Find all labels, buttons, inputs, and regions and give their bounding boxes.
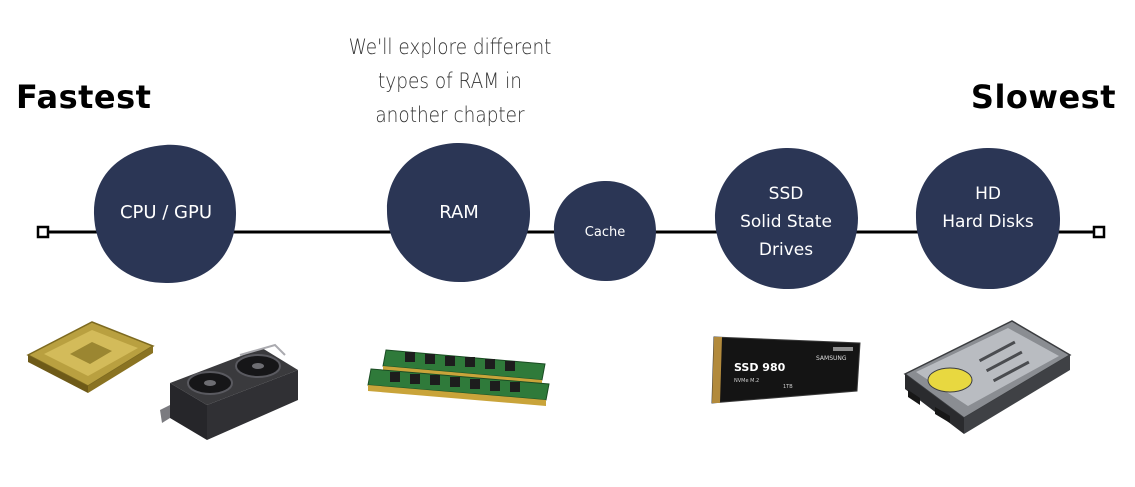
ssd-subtext: NVMe M.2 [734, 378, 759, 384]
axis-start-marker [36, 225, 50, 239]
hard-disk-image [903, 320, 1072, 434]
note-line: another chapter [375, 103, 525, 127]
ssd-maker-text: SAMSUNG [816, 355, 847, 362]
axis-end-marker [1092, 225, 1106, 239]
slowest-label: Slowest [970, 78, 1116, 116]
node-ssd-label-line3: Drives [759, 240, 813, 260]
node-hd-label-line2: Hard Disks [942, 212, 1034, 232]
node-hd-label-line1: HD [975, 184, 1001, 204]
node-cpu-gpu: CPU / GPU [93, 144, 237, 284]
node-ram: RAM [386, 142, 531, 283]
fastest-label: Fastest [16, 78, 152, 116]
ram-types-note: We'll explore different types of RAM in … [336, 30, 565, 132]
note-line: We'll explore different [348, 35, 552, 59]
gpu-card-image [160, 343, 298, 440]
node-hd: HD Hard Disks [915, 147, 1061, 290]
node-ssd-label-line1: SSD [769, 184, 804, 204]
node-ssd-label-line2: Solid State [740, 212, 832, 232]
cpu-chip-image [26, 321, 155, 393]
ssd-brand-text: SSD 980 [734, 361, 786, 374]
node-cpu-gpu-label: CPU / GPU [120, 202, 212, 223]
node-cache: Cache [553, 180, 656, 282]
ssd-capacity-text: 1TB [783, 384, 793, 390]
ssd-card-image: SSD 980 NVMe M.2 1TB SAMSUNG [711, 336, 861, 404]
ram-sticks-image [367, 349, 550, 406]
node-ssd: SSD Solid State Drives [715, 147, 858, 290]
node-cache-label: Cache [585, 225, 625, 240]
note-line: types of RAM in [378, 69, 522, 93]
node-ram-label: RAM [439, 202, 479, 223]
